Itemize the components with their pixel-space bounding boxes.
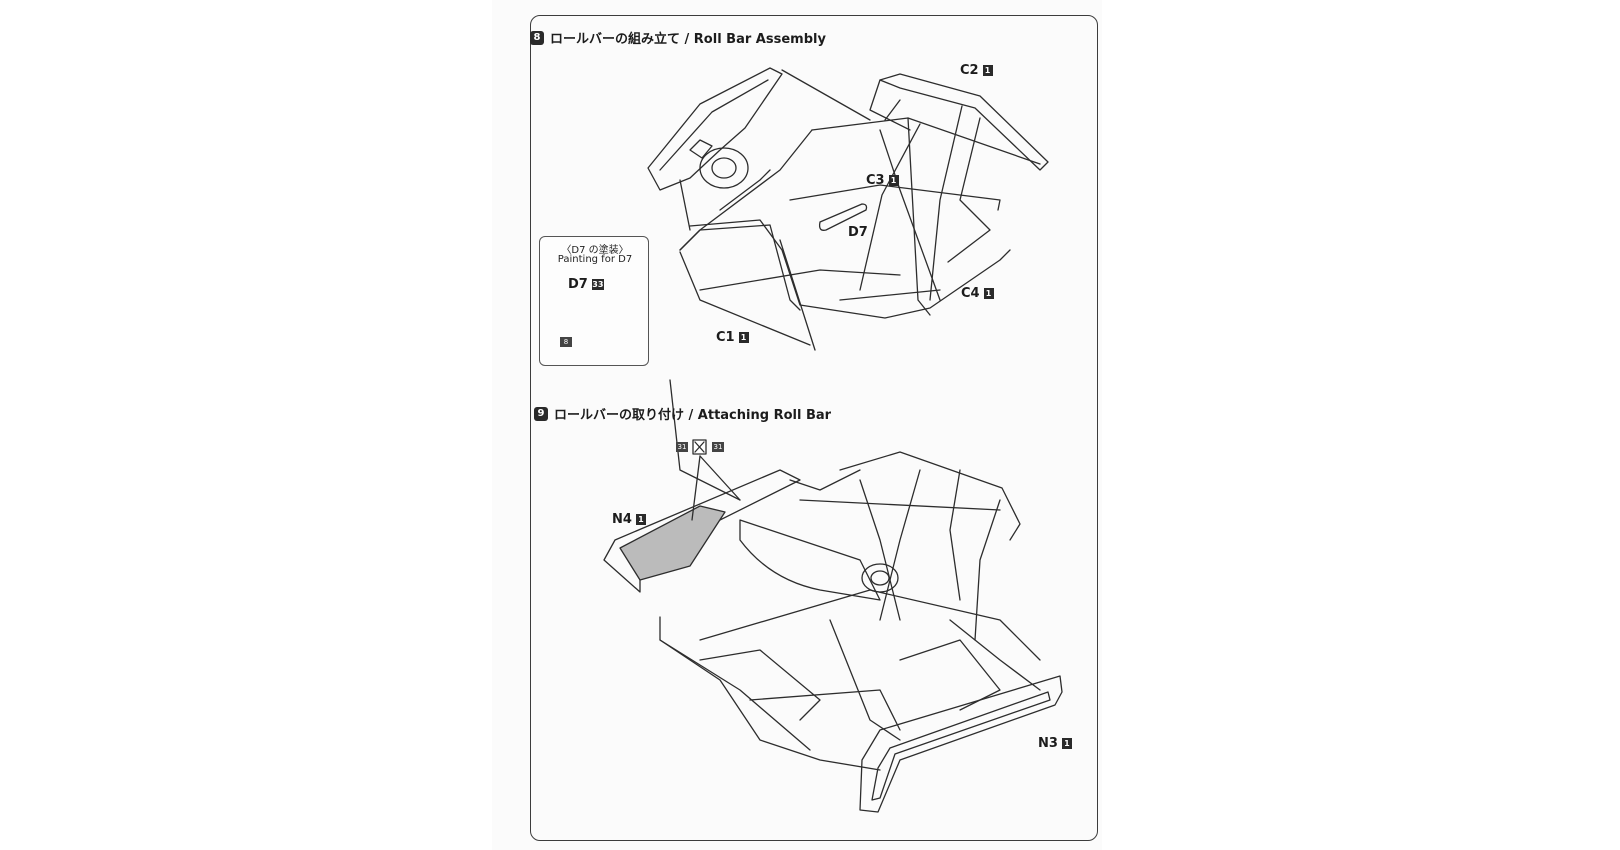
part-label-d7: D7 [848, 225, 868, 240]
step-8-title: ロールバーの組み立て / Roll Bar Assembly [550, 32, 826, 47]
step-9-heading: 9 ロールバーの取り付け / Attaching Roll Bar [534, 404, 831, 423]
part-c3-text: C3 [866, 173, 885, 188]
part-label-c1: C1 1 [716, 330, 749, 345]
quantity-badge: 1 [983, 288, 994, 299]
painting-note-part: D7 33 [568, 277, 604, 292]
quantity-badge: 1 [738, 332, 749, 343]
part-d7-text: D7 [848, 225, 868, 240]
part-n3-text: N3 [1038, 736, 1058, 751]
attached-roll-bar-illustration [603, 379, 1041, 771]
quantity-badge: 1 [635, 514, 646, 525]
part-label-c4: C4 1 [961, 286, 994, 301]
part-label-c2: C2 1 [960, 63, 993, 78]
page-frame [530, 15, 1098, 841]
part-n4-text: N4 [612, 512, 632, 527]
leader-lines [679, 69, 901, 231]
quantity-badge: 1 [1061, 738, 1072, 749]
part-c4-text: C4 [961, 286, 980, 301]
color-code-left-badge: 31 [676, 442, 688, 452]
step-9-number: 9 [534, 406, 548, 421]
step-8-heading: 8 ロールバーの組み立て / Roll Bar Assembly [530, 28, 826, 47]
step-8-number: 8 [530, 30, 544, 45]
painting-note-part-text: D7 [568, 277, 588, 292]
n3-side-panel-illustration [859, 675, 1063, 813]
part-label-n3: N3 1 [1038, 736, 1072, 751]
part-label-c3: C3 1 [866, 173, 899, 188]
step-9-title: ロールバーの取り付け / Attaching Roll Bar [554, 408, 832, 423]
d7-mirror-part [818, 203, 868, 231]
quantity-badge: 1 [888, 175, 899, 186]
painting-note-box: 〈D7 の塗装〉 Painting for D7 D7 33 8 [539, 236, 649, 366]
part-c1-text: C1 [716, 330, 735, 345]
painting-note-title-jp: 〈D7 の塗装〉 [561, 245, 629, 256]
painting-color-code-badge: 33 [591, 279, 604, 290]
roll-cage-illustration [679, 73, 1049, 351]
painting-note-title-en: Painting for D7 [557, 254, 633, 265]
cement-free-marker-icon [692, 439, 707, 455]
quantity-badge: 1 [982, 65, 993, 76]
color-code-badge: 8 [560, 337, 572, 347]
part-label-n4: N4 1 [612, 512, 646, 527]
color-code-right-badge: 31 [712, 442, 724, 452]
step9-leader-lines [691, 455, 741, 521]
part-c2-text: C2 [960, 63, 979, 78]
dashboard-illustration [647, 67, 783, 191]
